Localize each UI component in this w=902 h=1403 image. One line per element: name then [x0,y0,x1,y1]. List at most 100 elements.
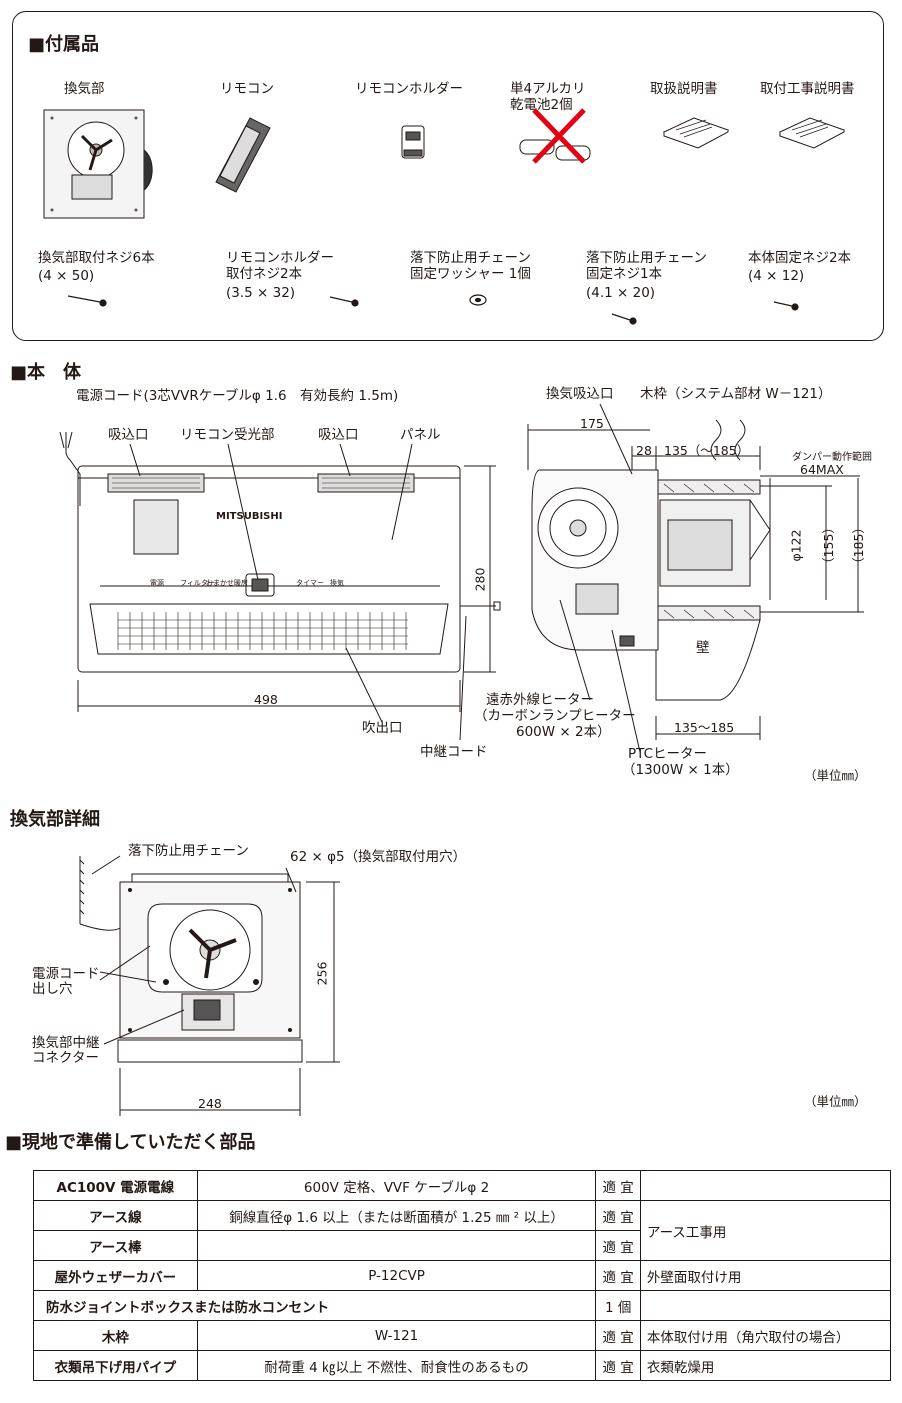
mounting-holes-label: 62 × φ5（換気部取付用穴） [290,849,467,865]
width-dim-498: 498 [254,692,278,707]
accessory-vent-screw-size: (4 × 50) [38,268,95,284]
part-qty: 適 宜 [595,1350,641,1381]
accessory-vent-screw-label: 換気部取付ネジ6本 [38,250,155,266]
ir-heater-label-1: 遠赤外線ヒーター [486,692,594,708]
wall-label: 壁 [696,640,710,656]
part-spec: W-121 [196,1320,597,1351]
accessory-manual-label: 取扱説明書 [650,81,718,97]
accessory-chain-screw-size: (4.1 × 20) [586,285,656,301]
body-side-drawing [527,403,864,753]
accessory-illustrations [43,108,846,325]
remote-illustration [215,117,271,193]
part-name: アース棒 [33,1230,198,1261]
part-name: アース線 [33,1200,198,1231]
intake-right-label: 吸込口 [318,427,359,443]
accessory-chain-washer-label-2: 固定ワッシャー 1個 [410,266,531,282]
accessory-battery-label: 単4アルカリ [510,81,586,97]
vent-detail-drawing [79,855,340,1116]
accessory-remote-holder-label: リモコンホルダー [355,81,463,97]
table-row: アース線 銅線直径φ 1.6 以上（または断面積が 1.25 ㎜ ² 以上） 適… [33,1200,892,1261]
brand-logo: MITSUBISHI [216,511,283,522]
panel-button-timer: タイマー [296,579,324,587]
parts-heading: ■現地で準備していただく部品 [5,1132,256,1153]
part-qty: 適 宜 [595,1320,641,1351]
part-name: 屋外ウェザーカバー [33,1260,198,1291]
outlet-label: 吹出口 [362,720,403,736]
power-cord-label: 電源コード(3芯VVRケーブルφ 1.6 有効長約 1.5m) [76,388,399,404]
panel-button-auto: おまかせ暖房 [206,579,248,587]
vent-intake-label: 換気吸込口 [546,386,614,402]
table-row: 衣類吊下げ用パイプ 耐荷重 4 ㎏以上 不燃性、耐食性のあるもの 適 宜 衣類乾… [33,1350,892,1381]
accessory-chain-screw-label-2: 固定ネジ1本 [586,266,663,282]
part-spec: 耐荷重 4 ㎏以上 不燃性、耐食性のあるもの [196,1350,597,1381]
connector-label-2: コネクター [32,1050,99,1066]
part-name: 木枠 [33,1320,198,1351]
damper-max-label: 64MAX [800,462,844,477]
parts-table: AC100V 電源電線 600V 定格、VVF ケーブルφ 2 適 宜 アース線… [32,1170,892,1381]
accessory-holder-screw-size: (3.5 × 32) [226,285,296,301]
ir-heater-label-2: （カーボンランプヒーター [474,708,636,724]
side-dim-135: 135（～185） [664,443,750,458]
part-qty: 適 宜 [595,1170,641,1201]
accessory-vent-unit-label: 換気部 [64,81,105,97]
remote-holder-illustration [401,125,425,159]
body-heading: ■本 体 [10,362,82,383]
accessory-holder-screw-label: リモコンホルダー [226,250,334,266]
wood-frame-label: 木枠（システム部材 W－121） [640,386,832,402]
part-use: 外壁面取付け用 [639,1260,892,1291]
side-dim-175: 175 [580,416,604,431]
part-spec: P-12CVP [196,1260,597,1291]
install-manual-illustration [778,117,846,149]
part-use: 本体取付け用（角穴取付の場合） [639,1320,892,1351]
part-qty: 1 個 [595,1290,641,1321]
part-use [639,1170,892,1201]
part-spec [196,1230,597,1261]
part-qty: 適 宜 [595,1260,641,1291]
part-spec: 600V 定格、VVF ケーブルφ 2 [196,1170,597,1201]
connector-label-1: 換気部中継 [32,1035,100,1051]
table-row: アース棒 適 宜 [33,1230,891,1261]
panel-button-vent: 換気 [330,579,344,587]
vent-dim-248: 248 [198,1096,222,1111]
table-row: AC100V 電源電線 600V 定格、VVF ケーブルφ 2 適 宜 [33,1170,892,1201]
side-dim-bottom: 135～185 [674,720,735,735]
part-qty: 適 宜 [595,1230,641,1261]
accessory-install-manual-label: 取付工事説明書 [760,81,855,97]
part-name: 防水ジョイントボックスまたは防水コンセント [32,1290,597,1321]
part-use [639,1290,892,1321]
accessory-remote-label: リモコン [220,81,274,97]
vent-detail-heading: 換気部詳細 [10,809,100,830]
vent-unit-label: （単位㎜） [804,1094,867,1109]
intake-left-label: 吸込口 [108,427,149,443]
ptc-heater-label-2: （1300W × 1本） [622,762,739,778]
ptc-heater-label-1: PTCヒーター [628,746,708,762]
table-row: 防水ジョイントボックスまたは防水コンセント 1 個 [32,1290,892,1321]
accessory-holder-screw-label-2: 取付ネジ2本 [226,266,303,282]
part-spec: 銅線直径φ 1.6 以上（または断面積が 1.25 ㎜ ² 以上） [196,1200,597,1231]
part-use: 衣類乾燥用 [639,1350,892,1381]
part-name: AC100V 電源電線 [33,1170,198,1201]
accessory-chain-screw-label: 落下防止用チェーン [586,250,707,266]
part-name: 衣類吊下げ用パイプ [33,1350,198,1381]
body-unit-label: （単位㎜） [804,768,867,783]
damper-range-label: ダンパー動作範囲 [792,452,872,463]
accessory-body-screw-size: (4 × 12) [748,268,805,284]
part-qty: 適 宜 [595,1200,641,1231]
side-dim-28: 28 [636,443,652,458]
cord-hole-label-2: 出し穴 [32,981,73,997]
table-row: 屋外ウェザーカバー P-12CVP 適 宜 外壁面取付け用 [33,1260,892,1291]
vent-dim-256: 256 [314,961,330,986]
body-front-drawing [59,431,501,741]
remote-receiver-label: リモコン受光部 [180,427,275,443]
panel-button-filter: フィルター [180,579,215,587]
screw-icons [67,294,799,325]
relay-cord-label: 中継コード [420,744,488,760]
battery-illustration [519,108,591,164]
manual-illustration [662,117,730,149]
part-use: アース工事用 [639,1200,892,1261]
cord-hole-label-1: 電源コード [32,966,100,982]
table-row: 木枠 W-121 適 宜 本体取付け用（角穴取付の場合） [33,1320,892,1351]
panel-button-power: 電源 [150,579,164,587]
chain-label: 落下防止用チェーン [128,843,249,859]
accessory-battery-label-2: 乾電池2個 [510,97,573,113]
